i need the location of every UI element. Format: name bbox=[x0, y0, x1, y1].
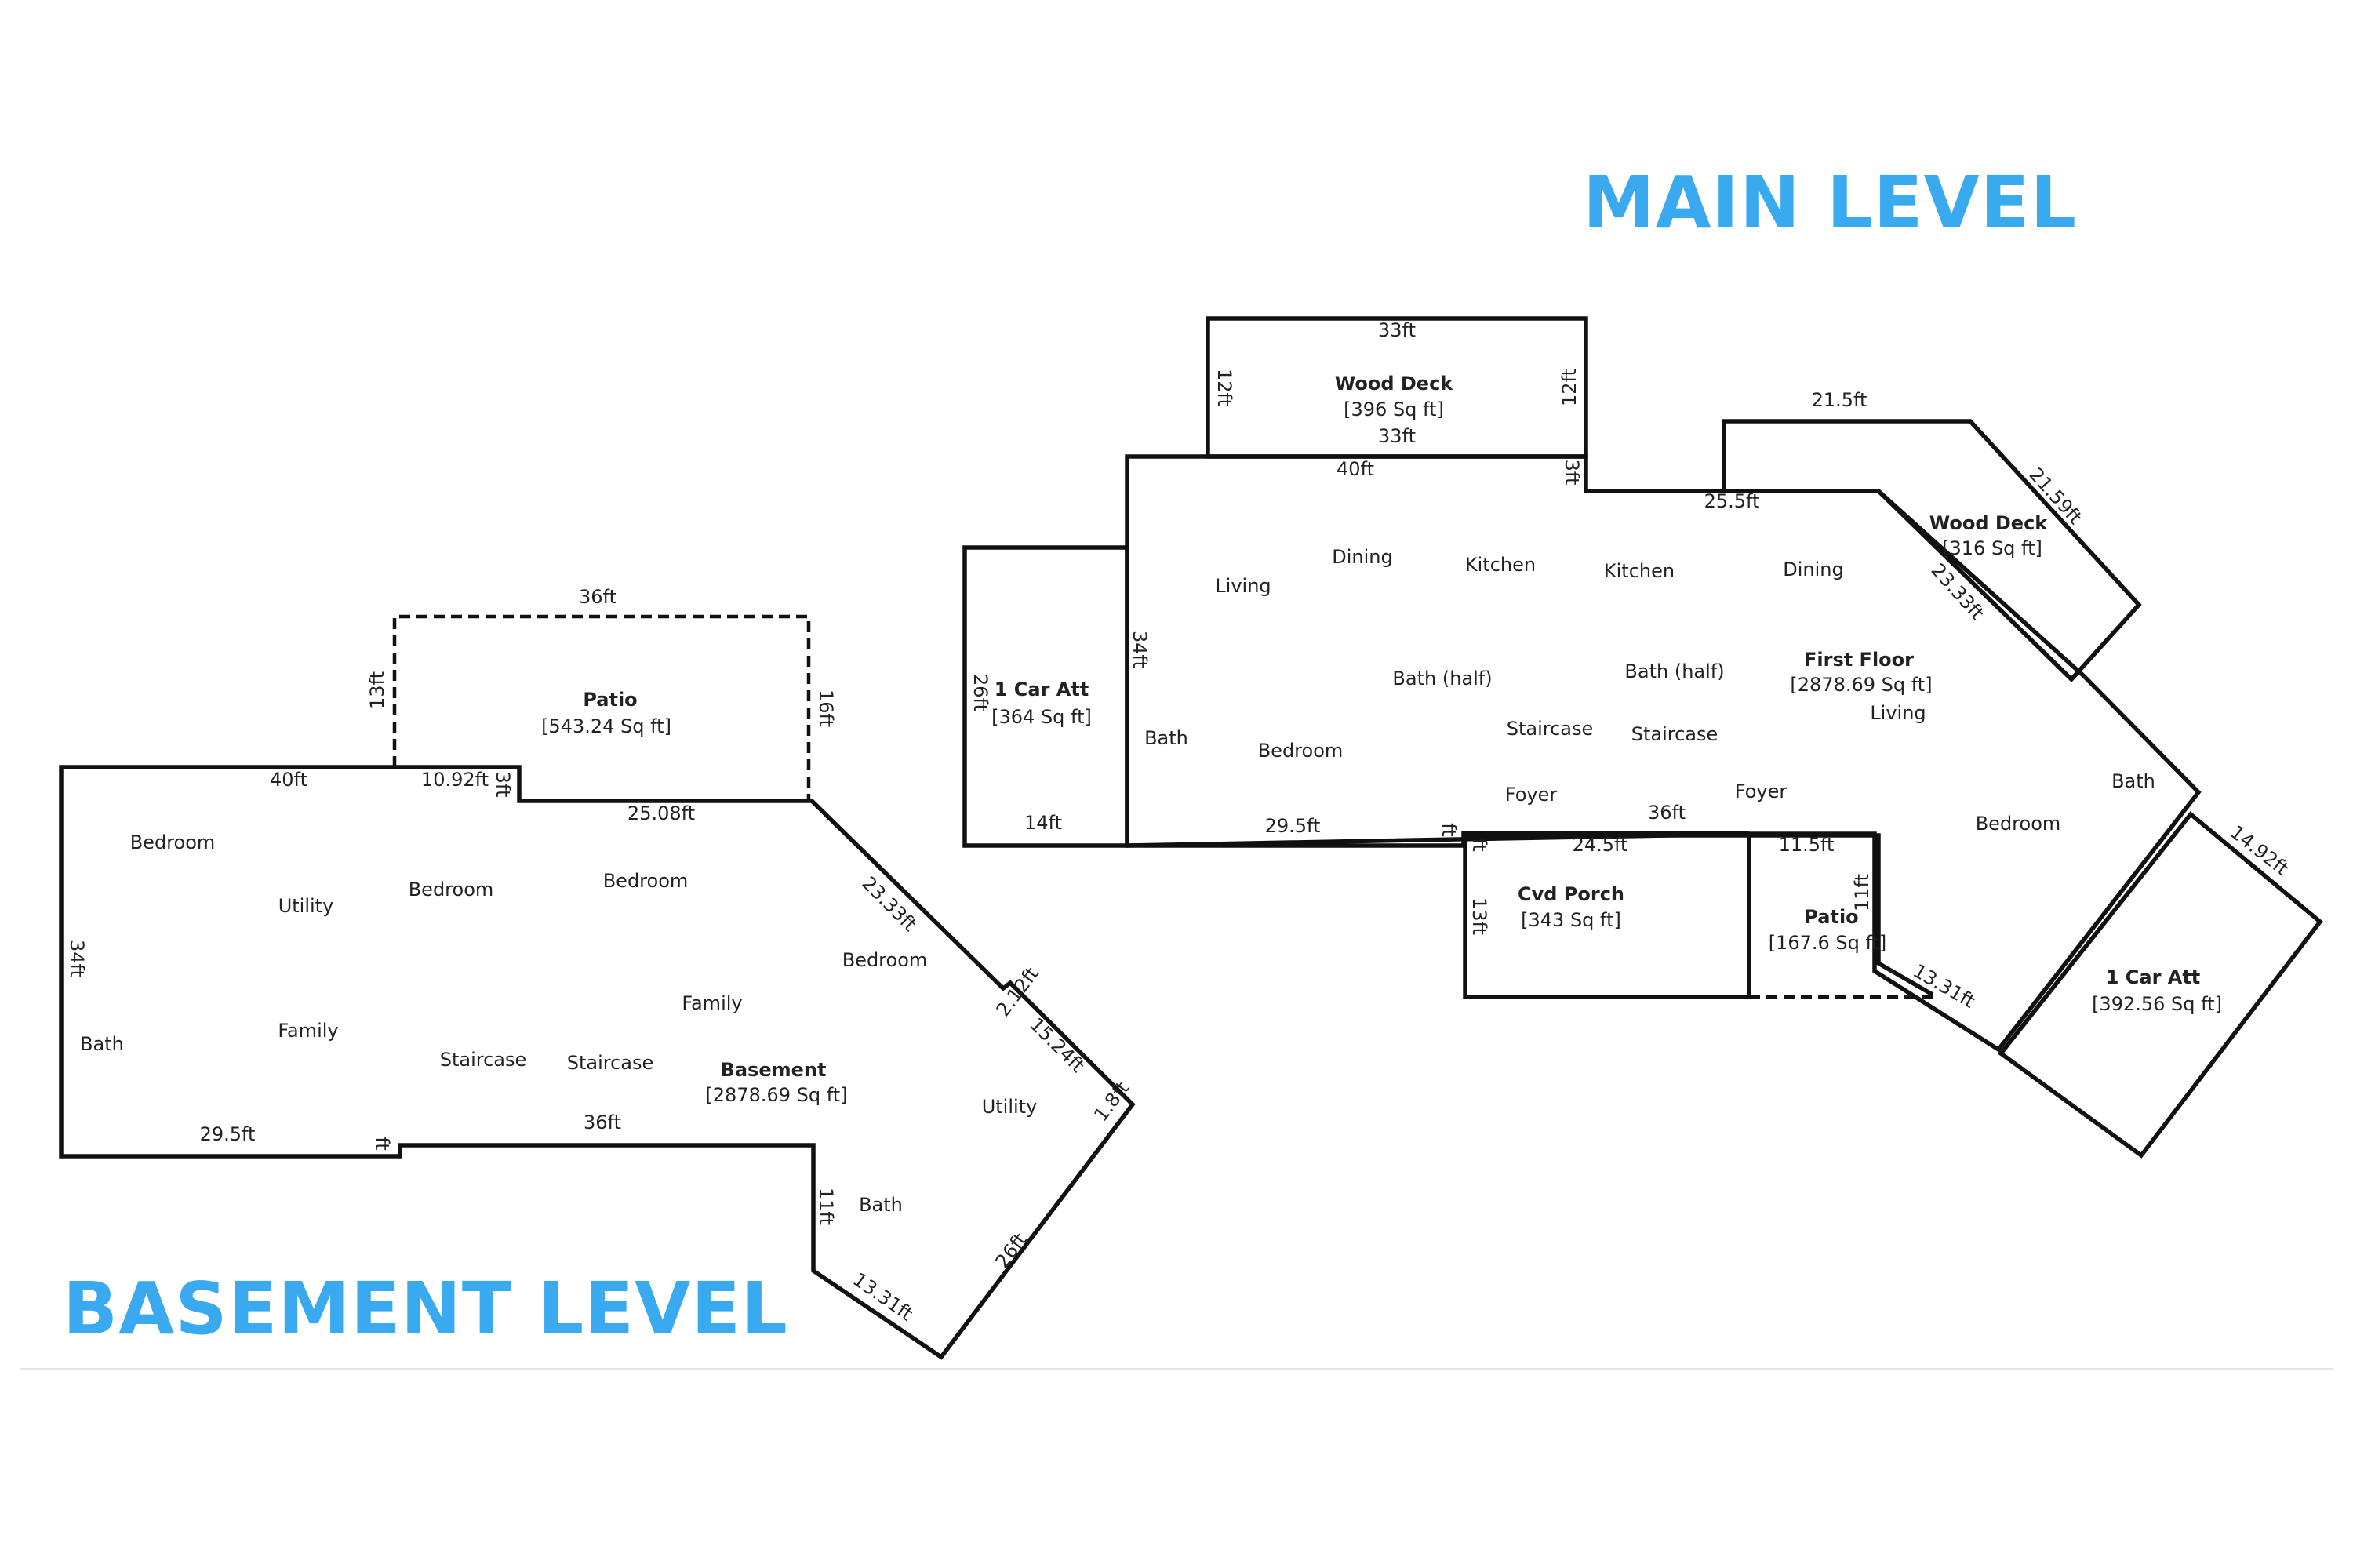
dim-label: 40ft bbox=[1337, 458, 1374, 480]
room-label: Bath bbox=[859, 1194, 903, 1216]
room-label: Bedroom bbox=[603, 870, 689, 892]
wood-deck-right-area: [316 Sq ft] bbox=[1942, 537, 2042, 559]
room-label: Staircase bbox=[440, 1049, 527, 1071]
room-label: Family bbox=[278, 1020, 338, 1042]
main-level-heading: MAIN LEVEL bbox=[1583, 161, 2078, 245]
room-label: Staircase bbox=[1507, 718, 1594, 740]
room-label: Bedroom bbox=[1976, 813, 2061, 835]
dim-label: 23.33ft bbox=[857, 872, 921, 936]
dim-label: 12ft bbox=[1213, 369, 1235, 406]
dim-label: 26ft bbox=[969, 674, 991, 711]
dim-label: 14ft bbox=[1024, 812, 1062, 834]
dim-label: 29.5ft bbox=[200, 1123, 256, 1145]
dim-label: ft bbox=[1468, 838, 1490, 851]
dim-label: 13ft bbox=[366, 671, 388, 709]
dim-label: 40ft bbox=[270, 769, 307, 791]
dim-label: 16ft bbox=[815, 689, 837, 727]
room-label: Bath (half) bbox=[1392, 668, 1492, 689]
basement-level-heading: BASEMENT LEVEL bbox=[63, 1267, 788, 1351]
first-floor-area: [2878.69 Sq ft] bbox=[1790, 674, 1932, 696]
car-att-left-name: 1 Car Att bbox=[995, 678, 1089, 700]
basement-patio bbox=[392, 614, 811, 801]
room-label: Dining bbox=[1783, 558, 1843, 580]
room-label: Bath bbox=[1144, 727, 1188, 749]
dim-label: 34ft bbox=[1129, 631, 1151, 668]
dim-label: 36ft bbox=[579, 586, 616, 608]
room-label: Bedroom bbox=[1258, 740, 1344, 762]
basement-outline bbox=[59, 765, 1136, 1360]
wood-deck-right bbox=[1722, 419, 2142, 682]
dim-label: 11.5ft bbox=[1779, 834, 1835, 856]
dim-label: 36ft bbox=[1648, 802, 1686, 824]
room-label: Kitchen bbox=[1465, 554, 1536, 576]
dim-label: 15.24ft bbox=[1025, 1013, 1089, 1077]
cvd-porch-name: Cvd Porch bbox=[1518, 883, 1624, 905]
basement-area: [2878.69 Sq ft] bbox=[705, 1084, 847, 1106]
room-label: Bedroom bbox=[409, 879, 494, 900]
room-label: Family bbox=[682, 992, 742, 1014]
dim-label: 12ft bbox=[1558, 369, 1580, 406]
wood-deck-right-name: Wood Deck bbox=[1929, 512, 2049, 534]
dim-label: 3ft bbox=[492, 772, 514, 798]
room-label: Foyer bbox=[1735, 780, 1787, 802]
main-level-plan: 33ft 33ft 12ft 12ft Wood Deck [396 Sq ft… bbox=[962, 316, 2323, 1159]
room-label: Living bbox=[1870, 702, 1926, 724]
dim-label: 24.5ft bbox=[1573, 834, 1628, 856]
room-label: Staircase bbox=[1631, 723, 1718, 745]
dim-label: 25.08ft bbox=[627, 802, 695, 824]
room-label: Foyer bbox=[1505, 784, 1558, 806]
room-label: Bedroom bbox=[130, 831, 216, 853]
room-label: Dining bbox=[1332, 546, 1392, 568]
dim-label: 33ft bbox=[1378, 319, 1416, 341]
dim-label: 34ft bbox=[66, 940, 88, 977]
dim-label: 10.92ft bbox=[421, 769, 489, 791]
room-label: Living bbox=[1215, 575, 1271, 597]
room-label: Bedroom bbox=[842, 949, 928, 971]
car-att-right-name: 1 Car Att bbox=[2106, 966, 2201, 988]
dim-label: ft bbox=[1438, 823, 1460, 836]
basement-patio-area: [543.24 Sq ft] bbox=[541, 715, 671, 737]
dim-label: 11ft bbox=[815, 1188, 837, 1225]
car-att-right-area: [392.56 Sq ft] bbox=[2092, 993, 2222, 1015]
dim-label: 26ft bbox=[991, 1229, 1031, 1272]
dim-label: 25.5ft bbox=[1704, 490, 1760, 512]
cvd-porch bbox=[1463, 833, 1751, 999]
room-label: Staircase bbox=[567, 1052, 654, 1074]
cvd-porch-area: [343 Sq ft] bbox=[1521, 909, 1621, 931]
room-label: Bath bbox=[80, 1033, 124, 1055]
dim-label: 21.5ft bbox=[1812, 389, 1867, 411]
basement-patio-name: Patio bbox=[583, 689, 637, 711]
room-label: Utility bbox=[982, 1096, 1038, 1118]
dim-label: 2.12ft bbox=[992, 963, 1043, 1020]
patio-area: [167.6 Sq ft] bbox=[1769, 932, 1887, 954]
dim-label: 29.5ft bbox=[1265, 815, 1321, 837]
room-label: Kitchen bbox=[1604, 560, 1675, 582]
dim-label: 11ft bbox=[1851, 874, 1873, 911]
patio-walls bbox=[1749, 833, 1934, 997]
car-att-left-area: [364 Sq ft] bbox=[991, 706, 1092, 728]
room-label: Bath (half) bbox=[1624, 660, 1724, 682]
wood-deck-top-name: Wood Deck bbox=[1335, 373, 1454, 395]
first-floor-name: First Floor bbox=[1804, 649, 1914, 671]
wood-deck-top-area: [396 Sq ft] bbox=[1344, 398, 1444, 420]
dim-label: 33ft bbox=[1378, 425, 1416, 447]
patio-name: Patio bbox=[1804, 906, 1858, 928]
basement-name: Basement bbox=[721, 1059, 827, 1081]
dim-label: 3ft bbox=[1561, 460, 1583, 486]
room-label: Bath bbox=[2111, 770, 2155, 792]
room-label: Utility bbox=[278, 895, 334, 917]
car-att-right bbox=[1998, 811, 2323, 1159]
dim-label: 13ft bbox=[1468, 897, 1490, 935]
dim-label: ft bbox=[371, 1137, 393, 1150]
dim-label: 36ft bbox=[584, 1111, 621, 1133]
